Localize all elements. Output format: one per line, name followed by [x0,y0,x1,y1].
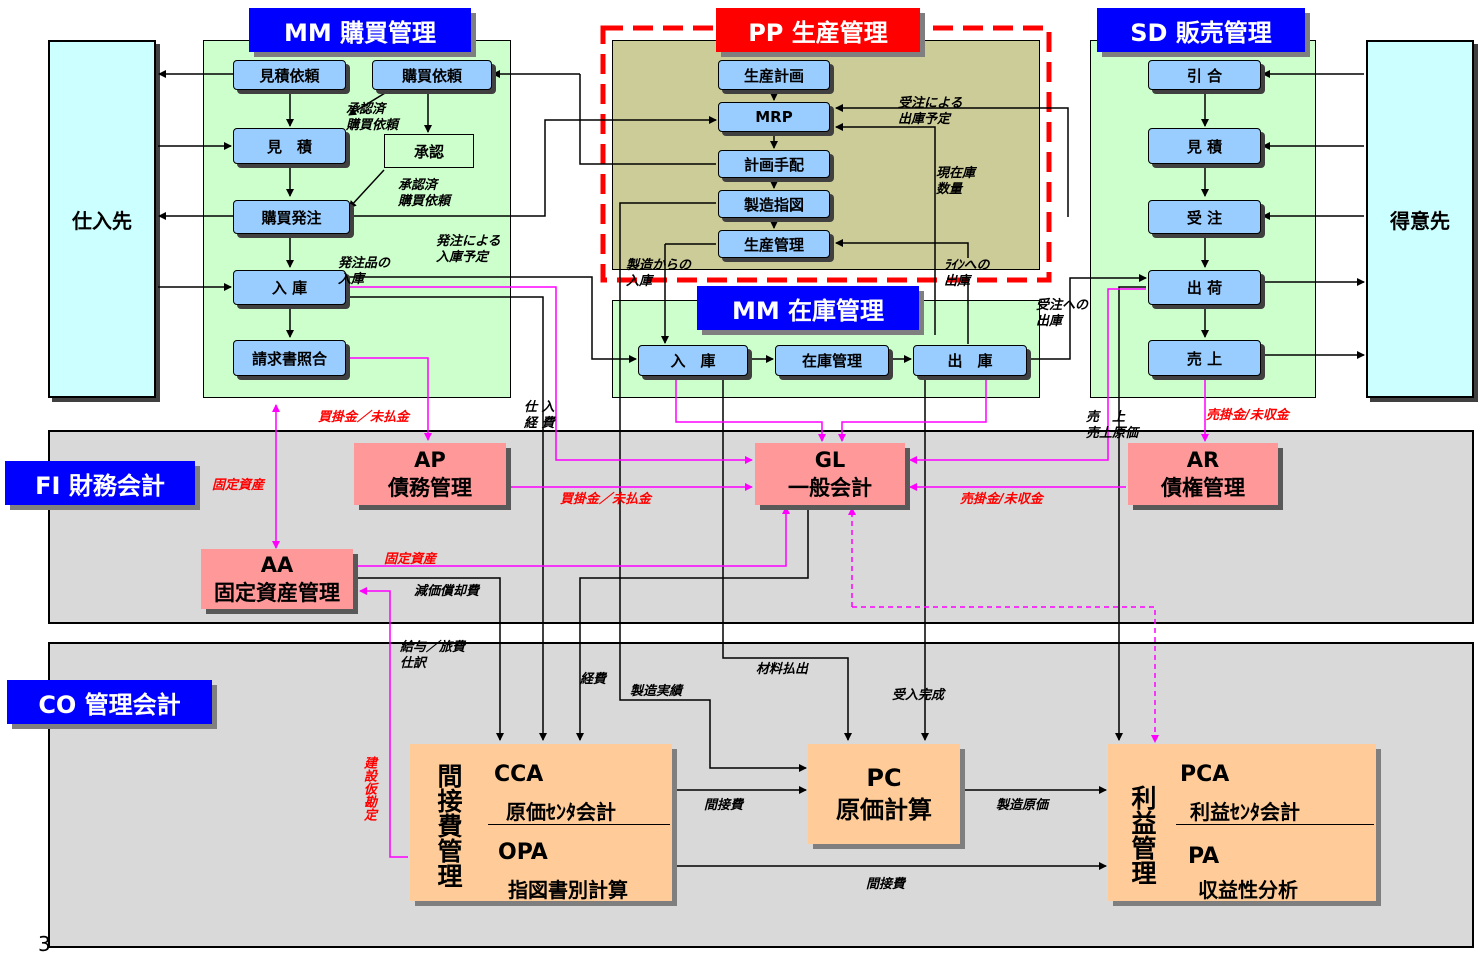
mrp-step[interactable]: MRP [718,102,830,132]
sd-quote-step[interactable]: 見 積 [1148,128,1261,164]
pa-name: 収益性分析 [1198,878,1298,902]
page-number: 3 [38,932,51,956]
pp-production-title: PP 生産管理 [748,18,888,47]
co-controlling-header: CO 管理会計 [7,680,212,724]
aa-code: AA [260,553,294,577]
purchase-order-step[interactable]: 購買発注 [233,200,350,234]
approved-request-label-1: 承認済 購買依頼 [346,102,399,133]
overhead-side-label: 間接費管理 [434,762,463,888]
pa-code: PA [1188,844,1220,869]
pca-name: 利益ｾﾝﾀ会計 [1190,800,1300,824]
inventory-receipt-step[interactable]: 入 庫 [638,345,748,376]
sales-cost-label: 売 上 売上原価 [1086,410,1139,441]
sales-order-step[interactable]: 受 注 [1148,200,1261,234]
quote-step[interactable]: 見 積 [233,128,346,164]
material-issue-label: 材料払出 [756,662,809,677]
sales-step[interactable]: 売 上 [1148,340,1261,376]
issue-for-order-label: 受注への 出庫 [1036,298,1089,329]
pca-code: PCA [1180,762,1230,787]
receipt-from-mfg-label: 製造からの 入庫 [626,258,692,289]
overhead-label-2: 間接費 [866,877,906,892]
depreciation-label: 減価償却費 [414,584,480,599]
overhead-divider [488,824,670,825]
profit-box[interactable]: 利益管理 PCA 利益ｾﾝﾀ会計 PA 収益性分析 [1108,744,1376,902]
current-stock-label: 現在庫 数量 [936,166,976,197]
po-item-receipt-label: 発注品の 入庫 [338,256,391,287]
gl-box[interactable]: GL 一般会計 [755,443,905,505]
cca-code: CCA [494,762,544,787]
pc-box[interactable]: PC 原価計算 [808,744,960,844]
sd-sales-header: SD 販売管理 [1097,8,1305,52]
ar-box[interactable]: AR 債権管理 [1128,443,1278,505]
cca-name: 原価ｾﾝﾀ会計 [506,800,616,824]
quote-request-step[interactable]: 見積依頼 [233,60,346,90]
approved-request-label-2: 承認済 購買依頼 [398,178,451,209]
ap-unpaid-label-2: 買掛金／未払金 [560,492,652,507]
production-manage-step[interactable]: 生産管理 [718,230,830,258]
ar-unreceived-label-1: 売掛金/未収金 [1206,408,1289,423]
mm-purchasing-header: MM 購買管理 [249,8,471,52]
ap-unpaid-label-1: 買掛金／未払金 [318,410,410,425]
goods-receipt-step[interactable]: 入 庫 [233,270,346,305]
expenses-label: 経費 [580,672,607,687]
construction-suspense-label: 建設仮勘定 [361,756,376,821]
ap-box[interactable]: AP 債務管理 [354,443,506,505]
profit-side-label: 利益管理 [1128,785,1157,885]
customer-label: 得意先 [1390,208,1450,233]
supplier-label: 仕入先 [72,208,132,233]
ap-code: AP [414,448,446,472]
mm-inventory-title: MM 在庫管理 [731,296,885,325]
inventory-manage-step[interactable]: 在庫管理 [775,345,889,376]
pp-production-header: PP 生産管理 [716,8,920,52]
mfg-results-label: 製造実績 [630,684,683,699]
mm-purchasing-title: MM 購買管理 [283,18,437,47]
ap-name: 債務管理 [388,476,472,500]
pc-code: PC [866,764,902,792]
pc-name: 原価計算 [836,796,932,824]
opa-name: 指図書別計算 [508,878,628,902]
issue-to-line-label: ﾗｲﾝへの 出庫 [944,258,990,289]
fi-finance-title: FI 財務会計 [35,471,165,500]
salary-travel-label: 給与／旅費 仕訳 [400,640,466,671]
sd-sales-title: SD 販売管理 [1130,18,1272,47]
production-plan-step[interactable]: 生産計画 [718,60,830,90]
inquiry-step[interactable]: 引 合 [1148,60,1261,90]
receipt-complete-label: 受入完成 [892,688,945,703]
po-receipt-plan-label: 発注による 入庫予定 [436,234,501,265]
overhead-box[interactable]: 間接費管理 CCA 原価ｾﾝﾀ会計 OPA 指図書別計算 [410,744,672,902]
customer-box: 得意先 [1366,40,1474,398]
supplier-box: 仕入先 [48,40,156,398]
mm-inventory-header: MM 在庫管理 [697,286,919,330]
mfg-cost-label: 製造原価 [996,798,1049,813]
purchase-request-step[interactable]: 購買依頼 [372,60,492,90]
fi-finance-header: FI 財務会計 [5,461,195,505]
profit-divider [1176,824,1374,825]
fixed-assets-label-1: 固定資産 [212,478,265,493]
invoice-match-step[interactable]: 請求書照合 [233,340,346,376]
inventory-issue-step[interactable]: 出 庫 [913,345,1027,376]
co-controlling-title: CO 管理会計 [38,690,181,719]
gl-name: 一般会計 [788,476,872,500]
aa-box[interactable]: AA 固定資産管理 [201,549,353,609]
shipment-step[interactable]: 出 荷 [1148,270,1261,305]
fixed-assets-label-2: 固定資産 [384,552,437,567]
aa-name: 固定資産管理 [214,581,340,605]
gl-code: GL [814,448,846,472]
overhead-label-1: 間接費 [704,798,744,813]
approval-step[interactable]: 承認 [384,134,474,168]
plan-arrange-step[interactable]: 計画手配 [718,150,830,178]
opa-code: OPA [498,840,548,865]
ar-unreceived-label-2: 売掛金/未収金 [960,492,1043,507]
mfg-order-step[interactable]: 製造指図 [718,190,830,218]
order-issue-plan-label: 受注による 出庫予定 [898,96,963,127]
ar-name: 債権管理 [1161,476,1245,500]
purchase-expense-label: 仕 入 経 費 [524,400,555,431]
ar-code: AR [1186,448,1220,472]
